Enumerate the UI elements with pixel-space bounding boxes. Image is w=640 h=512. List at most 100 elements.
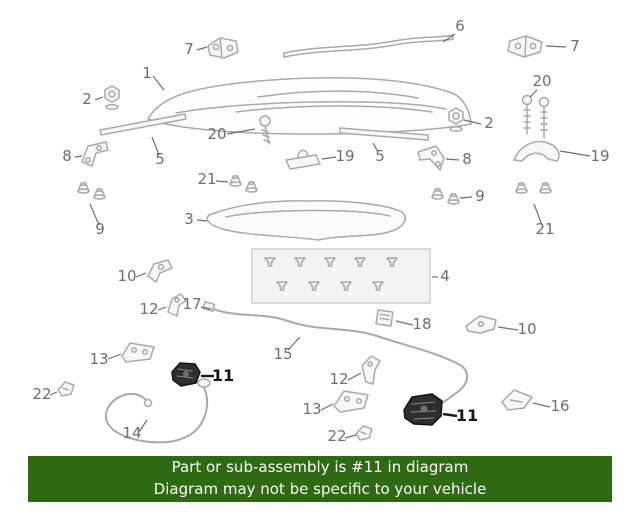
- part-grommet: [515, 182, 528, 194]
- diagram-svg: 1767220202519588192199213410121718101513…: [32, 17, 609, 445]
- callout-leader-19-9: [321, 156, 337, 160]
- part-grommet: [539, 182, 552, 194]
- callout-label-22-29: 22: [32, 385, 51, 403]
- part-strip-left: [99, 113, 187, 136]
- part-clip-22-right: [355, 425, 373, 441]
- callout-leader-2-4: [94, 96, 104, 101]
- callout-label-19-13: 19: [590, 147, 609, 165]
- part-hinge-right: [507, 35, 543, 58]
- callout-leader-5-8: [151, 136, 160, 156]
- callout-leader-22-29: [49, 391, 58, 396]
- part-insulator-pad: [206, 200, 406, 241]
- callout-label-9-15: 9: [95, 220, 105, 238]
- part-grommet: [77, 182, 90, 194]
- callout-leader-10-24: [497, 326, 519, 331]
- callout-leader-10-20: [135, 272, 147, 278]
- callout-label-19-9: 19: [335, 147, 354, 165]
- part-weatherstrip: [283, 34, 454, 58]
- part-strip-right: [339, 127, 429, 141]
- callout-leader-17-22: [200, 306, 212, 310]
- callout-leader-2-7: [463, 119, 482, 125]
- callout-label-17-22: 17: [182, 295, 201, 313]
- callout-leader-6-2: [442, 33, 456, 43]
- callout-leader-9-16: [459, 196, 473, 199]
- callout-leader-15-25: [287, 336, 301, 351]
- part-cable-handle: [105, 378, 211, 444]
- callout-leader-7-3: [545, 45, 567, 48]
- callout-label-8-12: 8: [462, 150, 472, 168]
- part-bolt-center: [259, 115, 271, 145]
- part-latch-right-highlight: [403, 393, 443, 426]
- part-bracket-19-right: [513, 140, 560, 162]
- callout-label-11-32: 11: [456, 406, 478, 425]
- callout-leader-20-6: [529, 89, 538, 98]
- callout-label-13-26: 13: [89, 350, 108, 368]
- callout-label-5-8: 5: [155, 150, 165, 168]
- callout-leader-22-34: [344, 434, 357, 439]
- part-grommet: [93, 188, 106, 200]
- callout-label-4-19: 4: [440, 267, 450, 285]
- callout-leader-13-31: [320, 403, 334, 411]
- part-striker-center: [285, 149, 321, 170]
- part-plate-13-left: [121, 342, 155, 363]
- callout-leader-13-26: [107, 353, 122, 360]
- callout-leader-8-12: [445, 158, 460, 161]
- part-bracket-12-right: [361, 355, 381, 385]
- part-grommets-21-right: [515, 182, 552, 194]
- part-grommet: [245, 181, 258, 193]
- callout-leader-16-33: [532, 402, 551, 408]
- part-nut-right: [448, 107, 464, 132]
- part-hood-panel: [147, 76, 472, 135]
- info-banner: Part or sub-assembly is #11 in diagram D…: [28, 456, 612, 502]
- part-grommets-9-left: [77, 182, 106, 200]
- callout-leader-5-10: [372, 142, 379, 153]
- callout-label-20-5: 20: [207, 125, 226, 143]
- callout-leader-18-23: [395, 320, 414, 326]
- callout-label-2-4: 2: [82, 90, 92, 108]
- callout-leader-9-15: [89, 203, 100, 226]
- callout-label-11-27: 11: [212, 366, 234, 385]
- callout-label-6-2: 6: [455, 17, 465, 35]
- banner-line-2: Diagram may not be specific to your vehi…: [153, 480, 487, 498]
- part-bolts-right: [521, 94, 550, 139]
- callout-label-10-24: 10: [517, 320, 536, 338]
- callout-label-5-10: 5: [375, 147, 385, 165]
- callout-label-16-33: 16: [550, 397, 569, 415]
- part-bracket-10-left: [147, 259, 173, 283]
- part-plate-13-right: [333, 390, 369, 413]
- callout-label-9-16: 9: [475, 187, 485, 205]
- callout-leader-12-21: [157, 306, 167, 311]
- callout-leader-7-1: [196, 46, 208, 51]
- callout-leader-19-13: [559, 150, 591, 157]
- callout-leader-8-11: [74, 155, 83, 158]
- callout-label-1-0: 1: [142, 64, 152, 82]
- callout-leader-11-32: [442, 412, 458, 418]
- callout-label-18-23: 18: [412, 315, 431, 333]
- callout-leader-12-28: [347, 372, 362, 381]
- callout-label-10-20: 10: [117, 267, 136, 285]
- callout-leader-1-0: [152, 75, 165, 91]
- part-nut-left: [104, 85, 120, 110]
- callout-label-7-1: 7: [184, 40, 194, 58]
- part-bracket-16: [501, 389, 533, 411]
- part-hinge-left: [207, 37, 239, 59]
- callout-label-21-17: 21: [535, 220, 554, 238]
- callout-label-12-28: 12: [329, 370, 348, 388]
- callout-label-13-31: 13: [302, 400, 321, 418]
- callout-leader-3-18: [196, 219, 208, 222]
- part-clip-18: [375, 309, 394, 327]
- callout-label-3-18: 3: [184, 210, 194, 228]
- part-grommets-9-right: [431, 188, 460, 205]
- callout-leader-21-14: [215, 180, 229, 183]
- callout-label-22-34: 22: [327, 427, 346, 445]
- part-clip-box: [251, 248, 431, 304]
- callout-leader-20-5: [226, 128, 256, 135]
- part-grommet: [431, 188, 444, 200]
- callout-label-7-3: 7: [570, 37, 580, 55]
- part-grommet: [229, 175, 242, 187]
- part-latch-left-highlight: [171, 362, 201, 387]
- part-bracket-8-left: [81, 141, 109, 167]
- callout-label-20-6: 20: [532, 72, 551, 90]
